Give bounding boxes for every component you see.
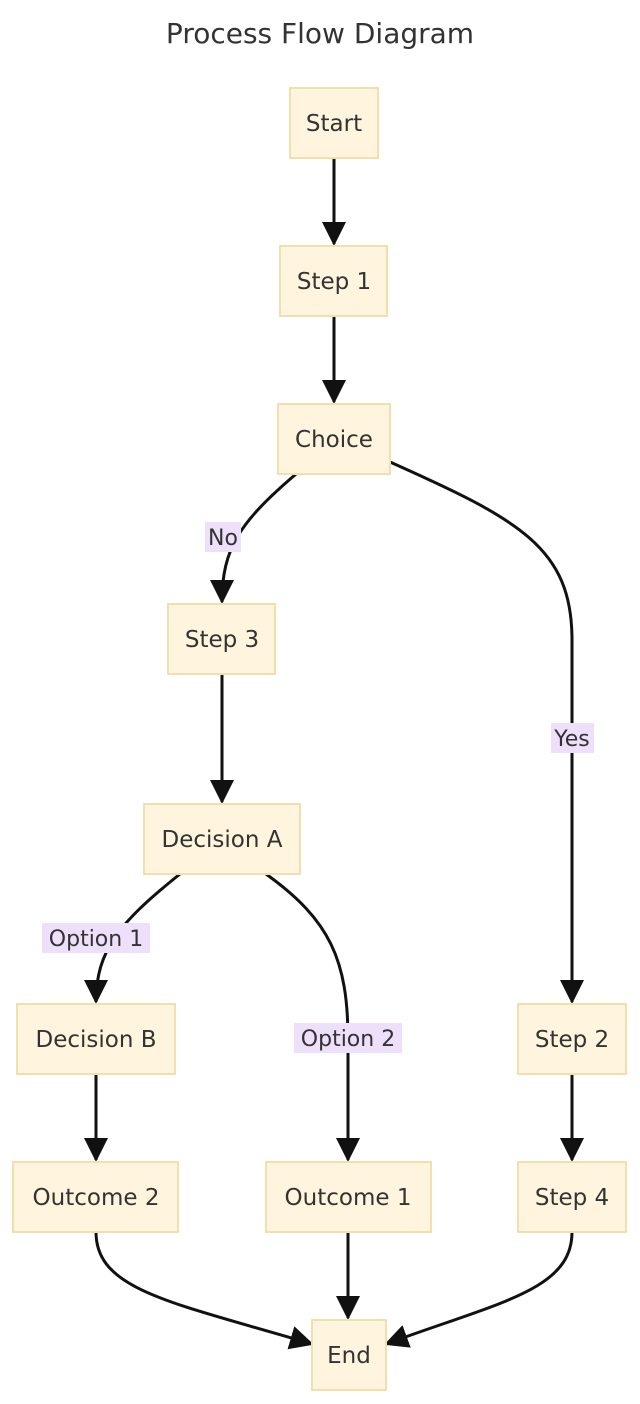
edge-label-option-2-bg [294,1023,402,1053]
edge-label-option-1: Option 1 [42,923,150,953]
node-outcome-2-label: Outcome 2 [33,1185,160,1211]
node-decision-b-box [16,1003,176,1075]
node-decision-b: Decision B [16,1003,176,1075]
edge-label-option-1-bg [42,923,150,953]
node-outcome-1-box [265,1161,432,1233]
edge-decisionA-to-outcome1 [265,872,360,1162]
node-step-4-label: Step 4 [535,1185,609,1211]
edge-labels: No Yes Option 1 Option 2 [42,522,594,1053]
node-step-3: Step 3 [167,603,276,675]
edge-label-option-1-text: Option 1 [49,927,143,952]
node-step-3-label: Step 3 [185,627,259,653]
edge-label-yes: Yes [551,723,594,753]
diagram-title: Process Flow Diagram [166,17,474,50]
node-step-4: Step 4 [517,1161,627,1233]
edge-choice-to-step2 [389,460,584,1004]
node-choice: Choice [277,403,391,475]
node-outcome-2: Outcome 2 [12,1161,179,1233]
node-choice-label: Choice [295,427,373,453]
node-step-1: Step 1 [279,245,388,317]
nodes: Start Step 1 Choice Step 3 Decision A De… [12,87,627,1391]
edge-label-no: No [205,522,241,552]
node-outcome-1-label: Outcome 1 [285,1185,412,1211]
edge-label-no-text: No [208,526,238,551]
edge-label-no-bg [205,522,241,552]
node-decision-a-box [143,803,301,875]
node-end-box [311,1319,387,1391]
node-step-1-label: Step 1 [297,269,371,295]
node-end-label: End [327,1343,371,1369]
node-step-3-box [167,603,276,675]
edge-label-option-2: Option 2 [294,1023,402,1053]
node-decision-b-label: Decision B [35,1027,156,1053]
edge-label-yes-text: Yes [553,727,590,752]
node-outcome-2-box [12,1161,179,1233]
node-decision-a-label: Decision A [162,827,283,853]
node-start-label: Start [306,111,362,137]
node-end: End [311,1319,387,1391]
node-step-2-box [517,1003,627,1075]
node-choice-box [277,403,391,475]
node-step-2-label: Step 2 [535,1027,609,1053]
edge-outcome2-to-end [94,1231,314,1350]
node-step-2: Step 2 [517,1003,627,1075]
node-decision-a: Decision A [143,803,301,875]
node-step-1-box [279,245,388,317]
node-outcome-1: Outcome 1 [265,1161,432,1233]
edge-label-option-2-text: Option 2 [301,1027,395,1052]
edge-label-yes-bg [551,723,594,753]
edge-step4-to-end [384,1231,574,1348]
node-start: Start [289,87,379,159]
node-step-4-box [517,1161,627,1233]
node-start-box [289,87,379,159]
